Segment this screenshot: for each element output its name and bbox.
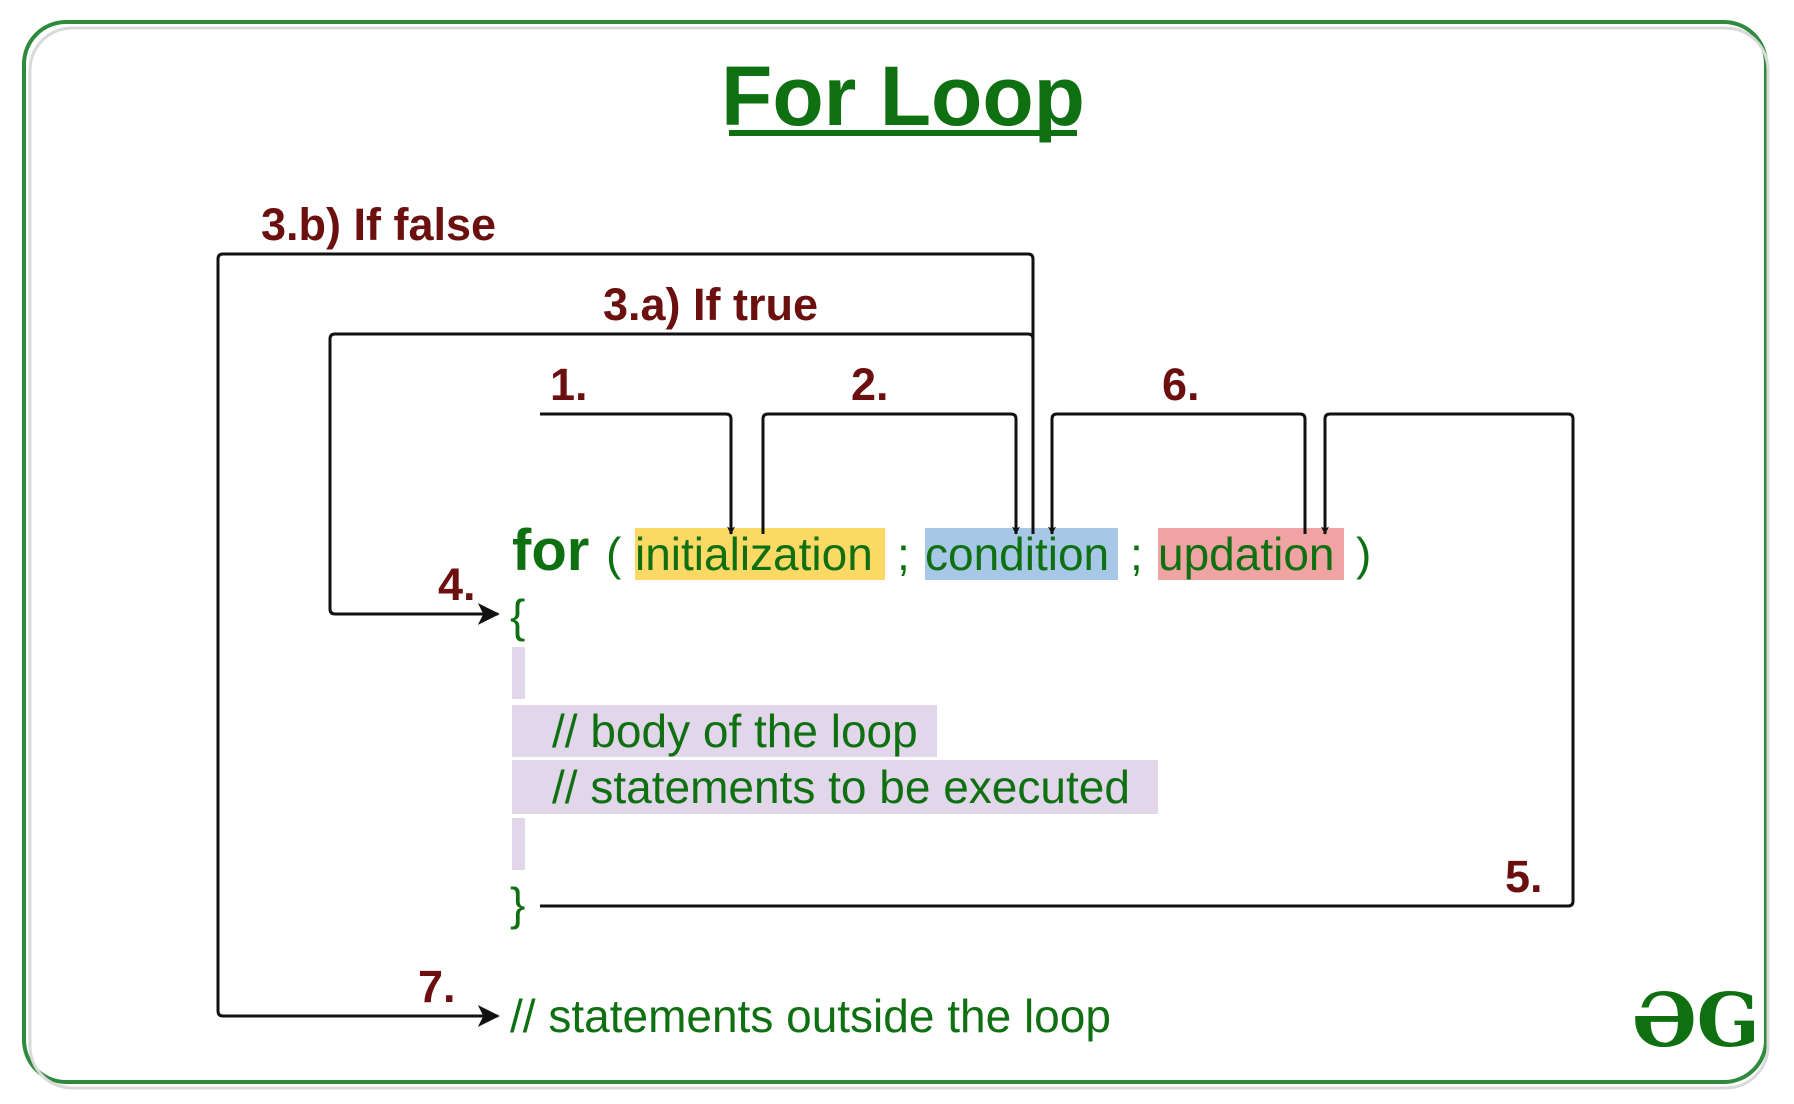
step-3b-label: 3.b) If false bbox=[261, 199, 496, 250]
arrow-step-1 bbox=[540, 412, 735, 535]
geeksforgeeks-logo-icon: ƏG bbox=[1632, 978, 1760, 1064]
page-title: For Loop bbox=[721, 49, 1085, 143]
open-paren: ( bbox=[606, 528, 622, 580]
body-highlight-top bbox=[512, 647, 525, 699]
condition-highlight bbox=[925, 528, 1118, 580]
outer-frame bbox=[22, 20, 1768, 1084]
outside-statements: // statements outside the loop bbox=[510, 990, 1111, 1042]
arrow-step-3b-7 bbox=[216, 252, 1035, 1027]
step-4-label: 4. bbox=[438, 559, 476, 610]
body-comment-1: // body of the loop bbox=[552, 705, 918, 757]
condition-text: condition bbox=[925, 528, 1109, 580]
step-7-label: 7. bbox=[418, 961, 456, 1012]
arrow-step-2 bbox=[761, 412, 1020, 535]
step-5-label: 5. bbox=[1505, 851, 1543, 902]
close-paren: ) bbox=[1356, 528, 1371, 580]
body-highlight-line1 bbox=[512, 705, 937, 757]
frame-shadow bbox=[28, 26, 1770, 1090]
step-3a-label: 3.a) If true bbox=[603, 279, 818, 330]
body-highlight-bottom bbox=[512, 818, 525, 870]
step-1-label: 1. bbox=[550, 359, 588, 410]
semicolon-1: ; bbox=[897, 528, 910, 580]
body-highlight-line2 bbox=[512, 760, 1158, 814]
updation-text: updation bbox=[1158, 528, 1335, 580]
arrow-step-6 bbox=[1048, 412, 1307, 535]
step-6-label: 6. bbox=[1162, 359, 1200, 410]
updation-highlight bbox=[1158, 528, 1344, 580]
semicolon-2: ; bbox=[1130, 528, 1143, 580]
arrow-step-5 bbox=[540, 412, 1575, 908]
body-comment-2: // statements to be executed bbox=[552, 761, 1130, 813]
initialization-highlight bbox=[635, 528, 885, 580]
for-keyword: for bbox=[512, 518, 589, 583]
close-brace: } bbox=[510, 878, 525, 930]
step-2-label: 2. bbox=[851, 359, 889, 410]
initialization-text: initialization bbox=[635, 528, 873, 580]
open-brace: { bbox=[510, 590, 525, 642]
